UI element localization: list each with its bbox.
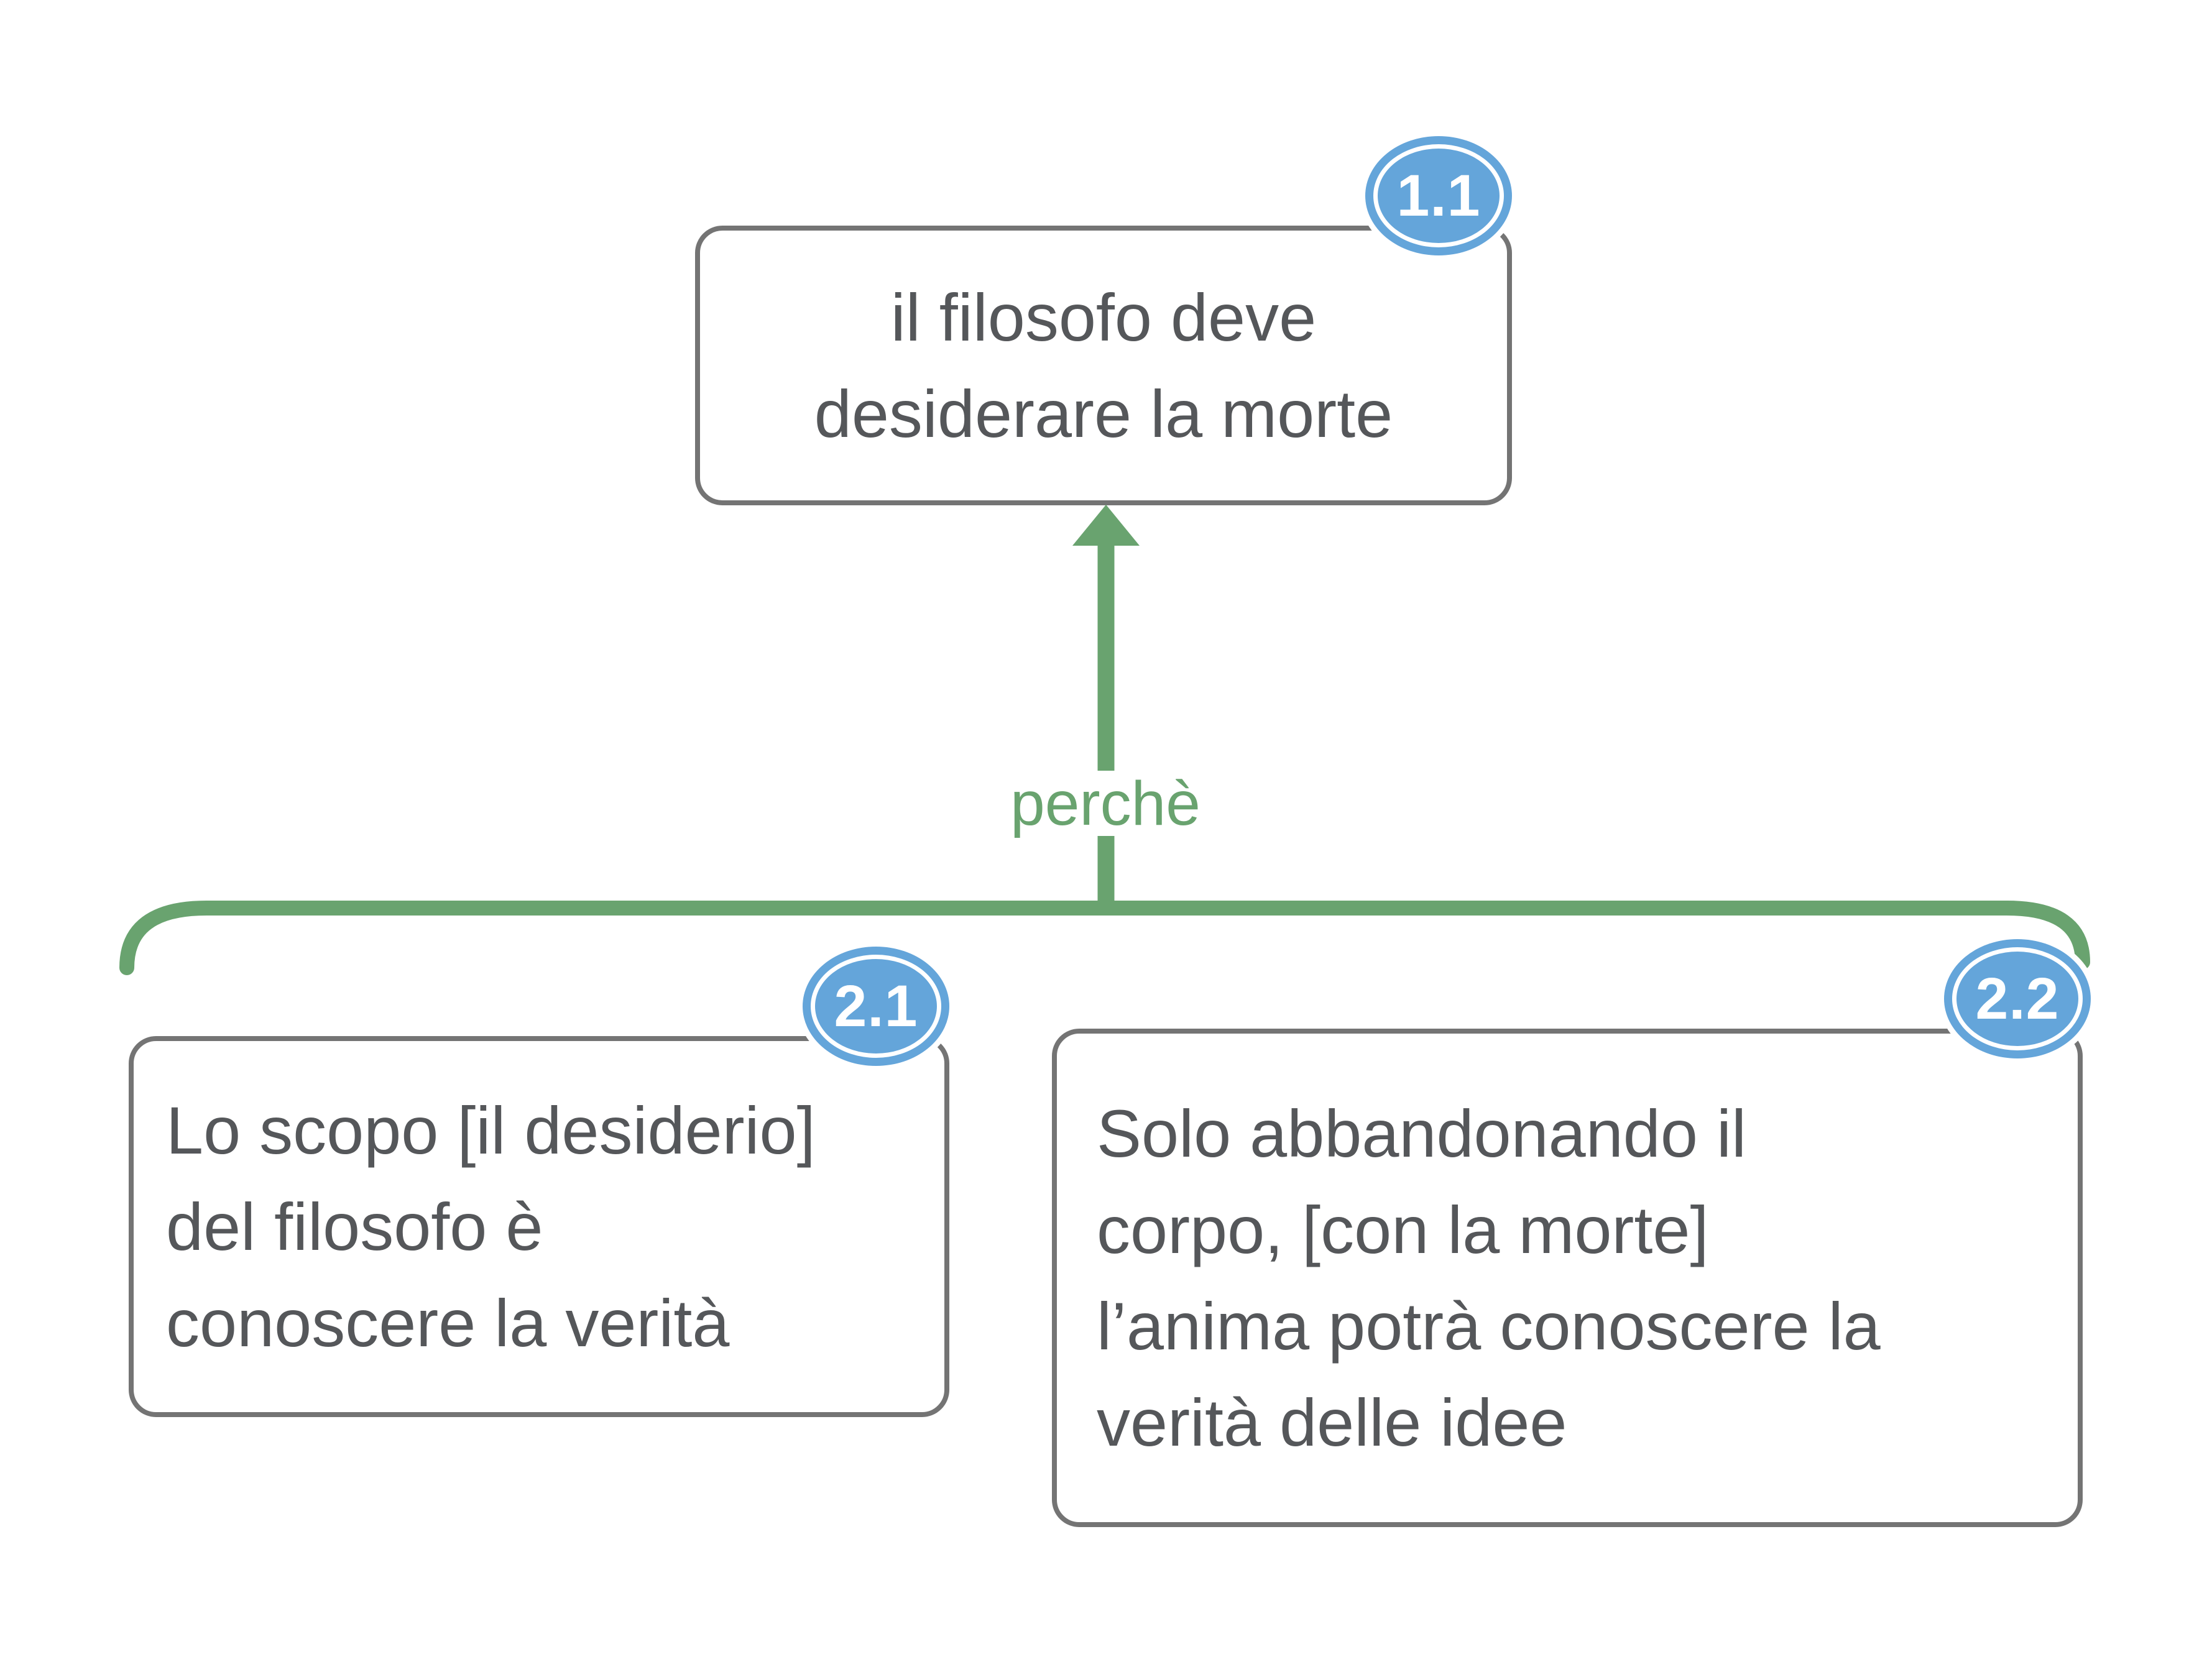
- badge-number: 2.1: [834, 973, 918, 1039]
- node-box-1-1[interactable]: 1.1 il filosofo deve desiderare la morte: [695, 136, 1512, 505]
- badge-number: 1.1: [1396, 162, 1481, 229]
- node-badge-2-2: 2.2: [1944, 939, 2091, 1058]
- text-line: desiderare la morte: [814, 376, 1393, 451]
- node-box-2-2[interactable]: 2.2 Solo abbandonando il corpo, [con la …: [1052, 939, 2091, 1527]
- text-line: corpo, [con la morte]: [1097, 1192, 1709, 1267]
- connector-label: perchè: [1010, 769, 1200, 838]
- node-badge-2-1: 2.1: [803, 947, 949, 1066]
- text-line: conoscere la verità: [166, 1285, 730, 1361]
- text-line: Lo scopo [il desiderio]: [166, 1093, 816, 1168]
- text-line: verità delle idee: [1097, 1385, 1567, 1460]
- text-line: Solo abbandonando il: [1097, 1096, 1746, 1171]
- node-box-2-1[interactable]: 2.1 Lo scopo [il desiderio] del filosofo…: [129, 947, 949, 1417]
- badge-number: 2.2: [1975, 965, 2060, 1032]
- text-line: il filosofo deve: [890, 280, 1317, 355]
- arrowhead-up-icon: [1072, 505, 1140, 546]
- bracket-line: [119, 901, 2090, 975]
- node-badge-1-1: 1.1: [1365, 136, 1512, 255]
- text-line: l’anima potrà conoscere la: [1097, 1288, 1881, 1364]
- text-line: del filosofo è: [166, 1189, 543, 1264]
